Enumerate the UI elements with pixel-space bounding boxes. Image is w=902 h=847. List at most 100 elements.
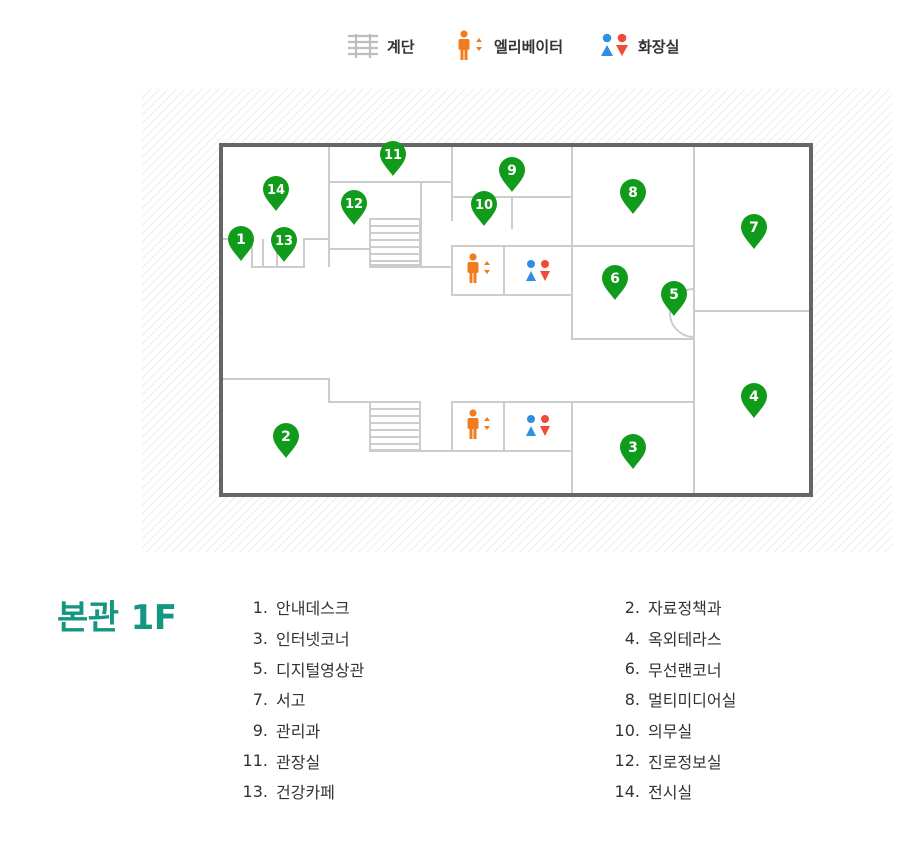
room-name: 전시실 bbox=[648, 783, 693, 803]
room-list-item: 2. 자료정책과 bbox=[612, 592, 736, 623]
room-name: 서고 bbox=[276, 691, 306, 711]
map-pin-10[interactable]: 10 bbox=[471, 191, 497, 226]
room-name: 진로정보실 bbox=[648, 752, 722, 772]
map-pin-icon bbox=[341, 190, 367, 225]
map-pin-label: 5 bbox=[669, 287, 679, 303]
room-list-item: 3.인터넷코너 bbox=[240, 623, 364, 654]
legend-elevator: 엘리베이터 bbox=[456, 30, 563, 62]
stairs-lower bbox=[369, 401, 421, 451]
room-list-item: 9.관리과 bbox=[240, 715, 364, 746]
elevator-icon bbox=[458, 30, 482, 60]
room-number: 2. bbox=[624, 597, 640, 617]
map-pin-label: 9 bbox=[507, 163, 517, 179]
room-number: 12. bbox=[614, 751, 640, 771]
room-number: 14. bbox=[614, 781, 640, 801]
map-pin-13[interactable]: 13 bbox=[271, 227, 297, 262]
room-number: 8. bbox=[624, 689, 640, 709]
building-name: 본관 bbox=[57, 598, 119, 638]
room-list-item: 12. 진로정보실 bbox=[612, 745, 736, 776]
map-pin-icon bbox=[741, 214, 767, 249]
room-name: 안내데스크 bbox=[276, 599, 350, 619]
map-pin-4[interactable]: 4 bbox=[741, 383, 767, 418]
room-list-item: 4. 옥외테라스 bbox=[612, 623, 736, 654]
room-list-item: 7. 서고 bbox=[240, 684, 364, 715]
map-pin-label: 12 bbox=[345, 197, 363, 212]
room-list-item: 10. 의무실 bbox=[612, 715, 736, 746]
map-pin-14[interactable]: 14 bbox=[263, 176, 289, 211]
room-list-right: 2. 자료정책과 4. 옥외테라스 6. 무선랜코너 8. 멀티미디어실 10. 의무실 12. 진로… bbox=[612, 592, 737, 807]
elevator-icon bbox=[467, 253, 490, 283]
map-pin-label: 14 bbox=[267, 183, 285, 198]
room-number: 5. bbox=[252, 659, 268, 679]
map-pin-5[interactable]: 5 bbox=[661, 281, 687, 316]
map-pin-6[interactable]: 6 bbox=[602, 265, 628, 300]
room-number: 1. bbox=[252, 597, 268, 617]
map-pin-label: 10 bbox=[475, 198, 493, 213]
map-pin-9[interactable]: 9 bbox=[499, 157, 525, 192]
map-pin-label: 6 bbox=[610, 271, 620, 287]
map-pin-label: 2 bbox=[281, 429, 291, 445]
legend-stairs-label: 계단 bbox=[387, 37, 415, 56]
room-name: 인터넷코너 bbox=[276, 630, 350, 650]
map-pin-label: 8 bbox=[628, 185, 638, 201]
map-legend: 계단 엘리베이터 화장실 bbox=[0, 30, 902, 62]
map-pin-icon bbox=[620, 179, 646, 214]
room-number: 4. bbox=[624, 628, 640, 648]
map-pin-icon bbox=[661, 281, 687, 316]
map-pin-label: 4 bbox=[749, 389, 759, 405]
map-pin-icon bbox=[620, 434, 646, 469]
map-pin-label: 1 bbox=[236, 232, 246, 248]
map-pin-icon bbox=[741, 383, 767, 418]
room-name: 무선랜코너 bbox=[648, 660, 722, 680]
room-list-item: 1. 안내데스크 bbox=[240, 592, 364, 623]
room-list-item: 14. 전시실 bbox=[612, 776, 736, 807]
room-number: 13. bbox=[242, 781, 268, 801]
floor-area bbox=[221, 145, 811, 495]
room-number: 9. bbox=[252, 720, 268, 740]
legend-restroom: 화장실 bbox=[600, 30, 679, 62]
room-name: 의무실 bbox=[648, 722, 693, 742]
room-number: 7. bbox=[252, 689, 268, 709]
room-list-item: 6. 무선랜코너 bbox=[612, 653, 736, 684]
room-list-left: 1. 안내데스크 3.인터넷코너 5. 디지털영상관 7. 서고 9.관리과 11. 관장실 13.… bbox=[240, 592, 365, 807]
restroom-icon bbox=[601, 33, 628, 56]
room-list-item: 13. 건강카페 bbox=[240, 776, 364, 807]
map-pin-label: 3 bbox=[628, 440, 638, 456]
legend-elevator-label: 엘리베이터 bbox=[494, 37, 564, 56]
legend-restroom-label: 화장실 bbox=[638, 37, 680, 56]
map-pin-icon bbox=[271, 227, 297, 262]
map-pin-icon bbox=[263, 176, 289, 211]
room-number: 6. bbox=[624, 659, 640, 679]
floor-label: 1F bbox=[130, 598, 177, 638]
map-pin-icon bbox=[602, 265, 628, 300]
room-name: 멀티미디어실 bbox=[648, 691, 737, 711]
map-pin-11[interactable]: 11 bbox=[380, 141, 406, 176]
map-pin-icon bbox=[380, 141, 406, 176]
map-pin-label: 7 bbox=[749, 220, 759, 236]
map-pin-1[interactable]: 1 bbox=[228, 226, 254, 261]
room-name: 디지털영상관 bbox=[276, 660, 365, 680]
elevator-icon bbox=[467, 409, 490, 439]
map-pin-icon bbox=[228, 226, 254, 261]
map-pin-label: 13 bbox=[275, 234, 293, 249]
room-name: 관장실 bbox=[276, 752, 321, 772]
map-pin-8[interactable]: 8 bbox=[620, 179, 646, 214]
map-pin-3[interactable]: 3 bbox=[620, 434, 646, 469]
room-name: 옥외테라스 bbox=[648, 630, 722, 650]
room-list-item: 5. 디지털영상관 bbox=[240, 653, 365, 684]
map-pin-icon bbox=[273, 423, 299, 458]
floor-title: 본관 1F bbox=[57, 590, 177, 639]
outer-wall bbox=[219, 143, 813, 497]
legend-stairs: 계단 bbox=[347, 30, 415, 62]
map-pin-2[interactable]: 2 bbox=[273, 423, 299, 458]
map-pin-7[interactable]: 7 bbox=[741, 214, 767, 249]
room-name: 자료정책과 bbox=[648, 599, 722, 619]
stairs-upper bbox=[369, 218, 421, 266]
room-name: 건강카페 bbox=[276, 783, 335, 803]
room-number: 11. bbox=[242, 751, 268, 771]
map-pin-12[interactable]: 12 bbox=[341, 190, 367, 225]
restroom-icon bbox=[526, 415, 550, 436]
room-number: 10. bbox=[614, 720, 640, 740]
